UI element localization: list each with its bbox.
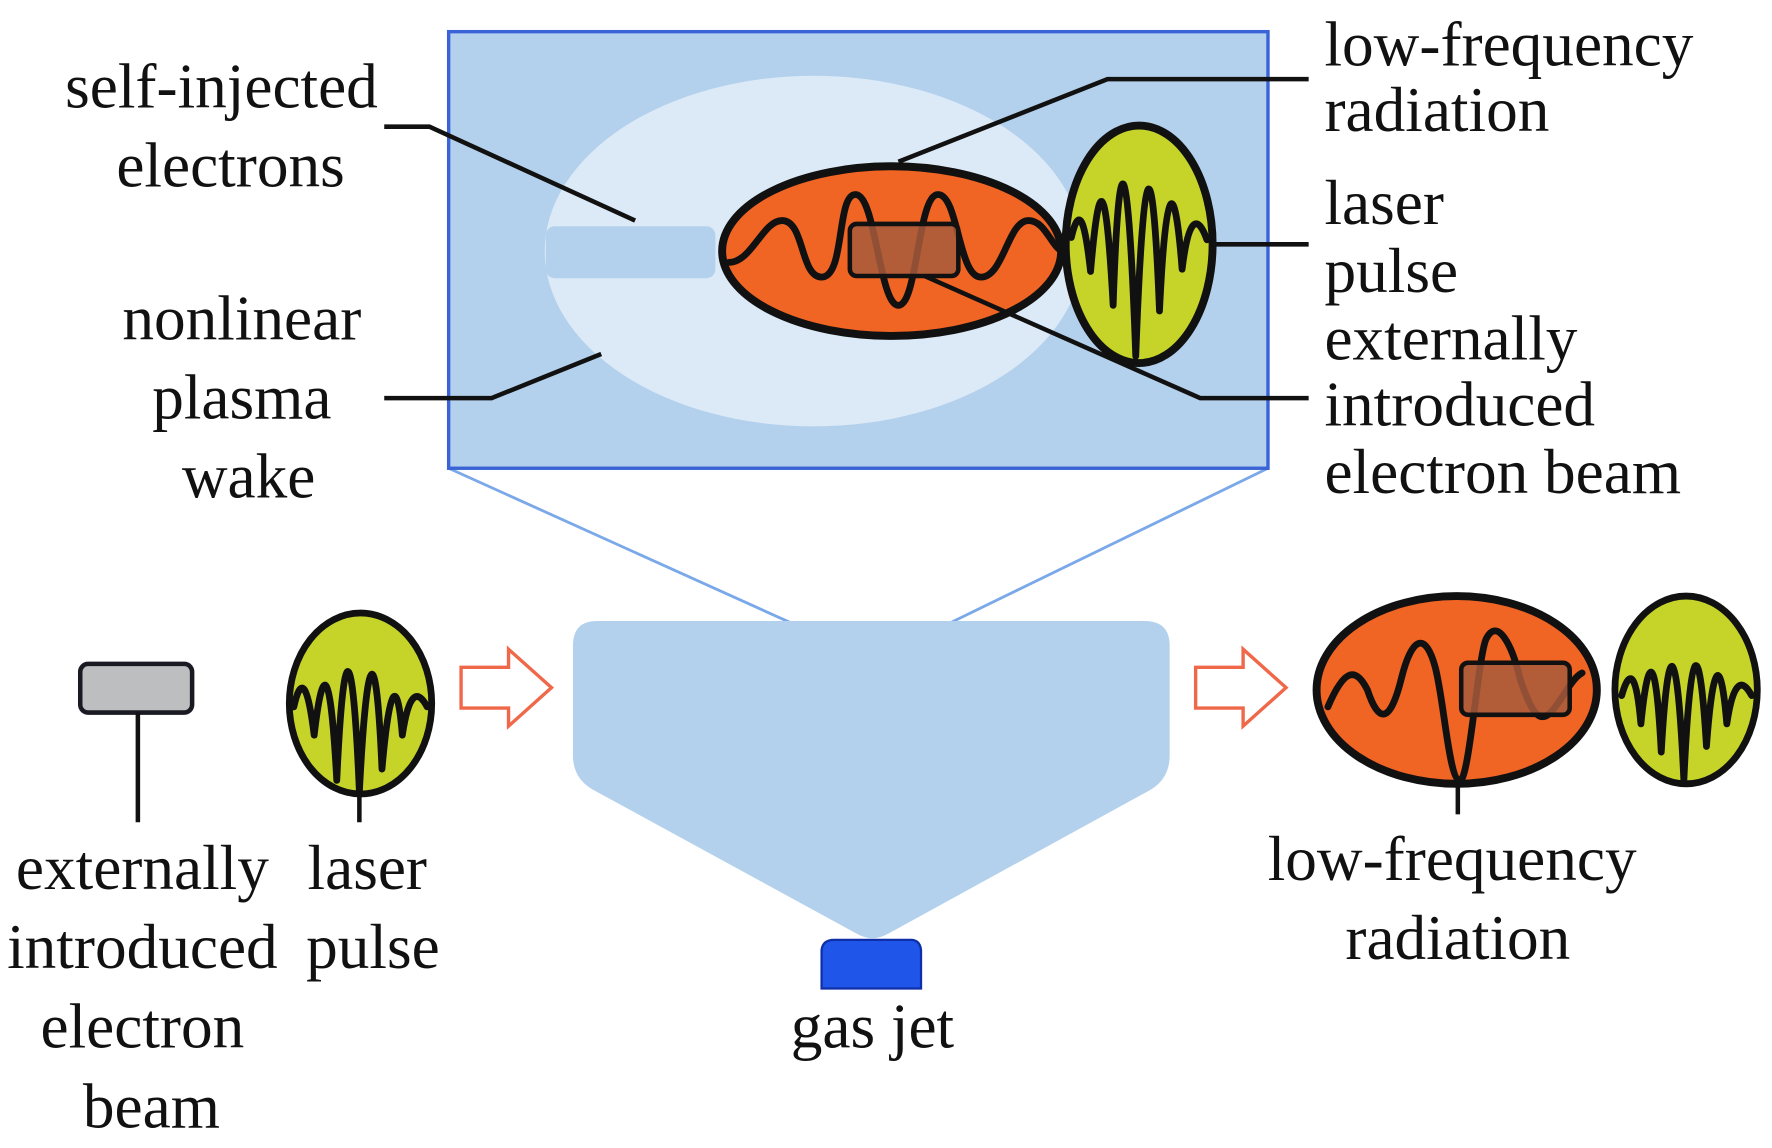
label-bottom-ext-ebeam: externally introduced electron beam: [7, 833, 278, 1142]
svg-text:electron: electron: [41, 991, 245, 1061]
leader-nonlinear-wake: [384, 351, 603, 401]
svg-text:externally: externally: [16, 833, 269, 903]
external-electron-beam-icon: [77, 661, 195, 823]
radiation-pulse-icon: [718, 162, 1066, 340]
svg-text:externally: externally: [1324, 304, 1577, 374]
leader-lf-radiation: [897, 76, 1309, 164]
svg-text:wake: wake: [182, 442, 316, 512]
label-inset-ext-ebeam: externally introduced electron beam: [1324, 304, 1681, 507]
input-arrow-icon: [459, 645, 555, 730]
svg-text:laser: laser: [308, 833, 427, 903]
svg-text:low-frequency: low-frequency: [1324, 10, 1693, 80]
svg-text:self-injected: self-injected: [65, 51, 378, 121]
label-gas-jet: gas jet: [791, 991, 955, 1061]
svg-text:introduced: introduced: [7, 912, 278, 982]
leader-ext-ebeam: [923, 273, 1309, 401]
gas-jet-nozzle-icon: [820, 938, 923, 990]
zoom-line-right: [944, 466, 1269, 627]
label-nonlinear-plasma-wake: nonlinear plasma wake: [122, 283, 361, 511]
label-inset-laser-pulse: laser pulse: [1324, 168, 1458, 306]
label-bottom-lf-radiation: low-frequency radiation: [1268, 824, 1637, 973]
svg-text:radiation: radiation: [1345, 903, 1570, 973]
output-arrow-icon: [1193, 645, 1289, 730]
leader-self-injected: [384, 124, 637, 223]
label-bottom-laser-pulse: laser pulse: [306, 833, 440, 982]
svg-text:electron beam: electron beam: [1324, 437, 1681, 507]
ebeam-overlay: [847, 221, 961, 279]
self-injected-electrons-bunch: [545, 226, 716, 279]
zoom-line-left: [448, 466, 798, 627]
svg-text:radiation: radiation: [1324, 75, 1549, 145]
input-laser-pulse-icon: [285, 609, 436, 823]
label-inset-lf-radiation: low-frequency radiation: [1324, 10, 1693, 146]
svg-text:nonlinear: nonlinear: [122, 283, 361, 353]
gas-plasma-region: [572, 620, 1170, 939]
output-ebeam-overlay: [1458, 660, 1572, 718]
svg-text:introduced: introduced: [1324, 369, 1595, 439]
inset-panel: [384, 29, 1309, 470]
laser-pulse-icon: [1061, 121, 1217, 368]
output-radiation-icon: [1312, 592, 1601, 815]
svg-text:pulse: pulse: [1324, 236, 1458, 306]
svg-text:low-frequency: low-frequency: [1268, 824, 1637, 894]
svg-text:pulse: pulse: [306, 912, 440, 982]
zoom-connector-lines: [448, 466, 1269, 627]
svg-text:laser: laser: [1324, 168, 1443, 238]
svg-text:plasma: plasma: [152, 362, 331, 432]
output-laser-pulse-icon: [1611, 592, 1761, 788]
svg-text:electrons: electrons: [116, 131, 344, 201]
svg-text:beam: beam: [83, 1072, 220, 1142]
label-self-injected-electrons: self-injected electrons: [65, 51, 378, 200]
